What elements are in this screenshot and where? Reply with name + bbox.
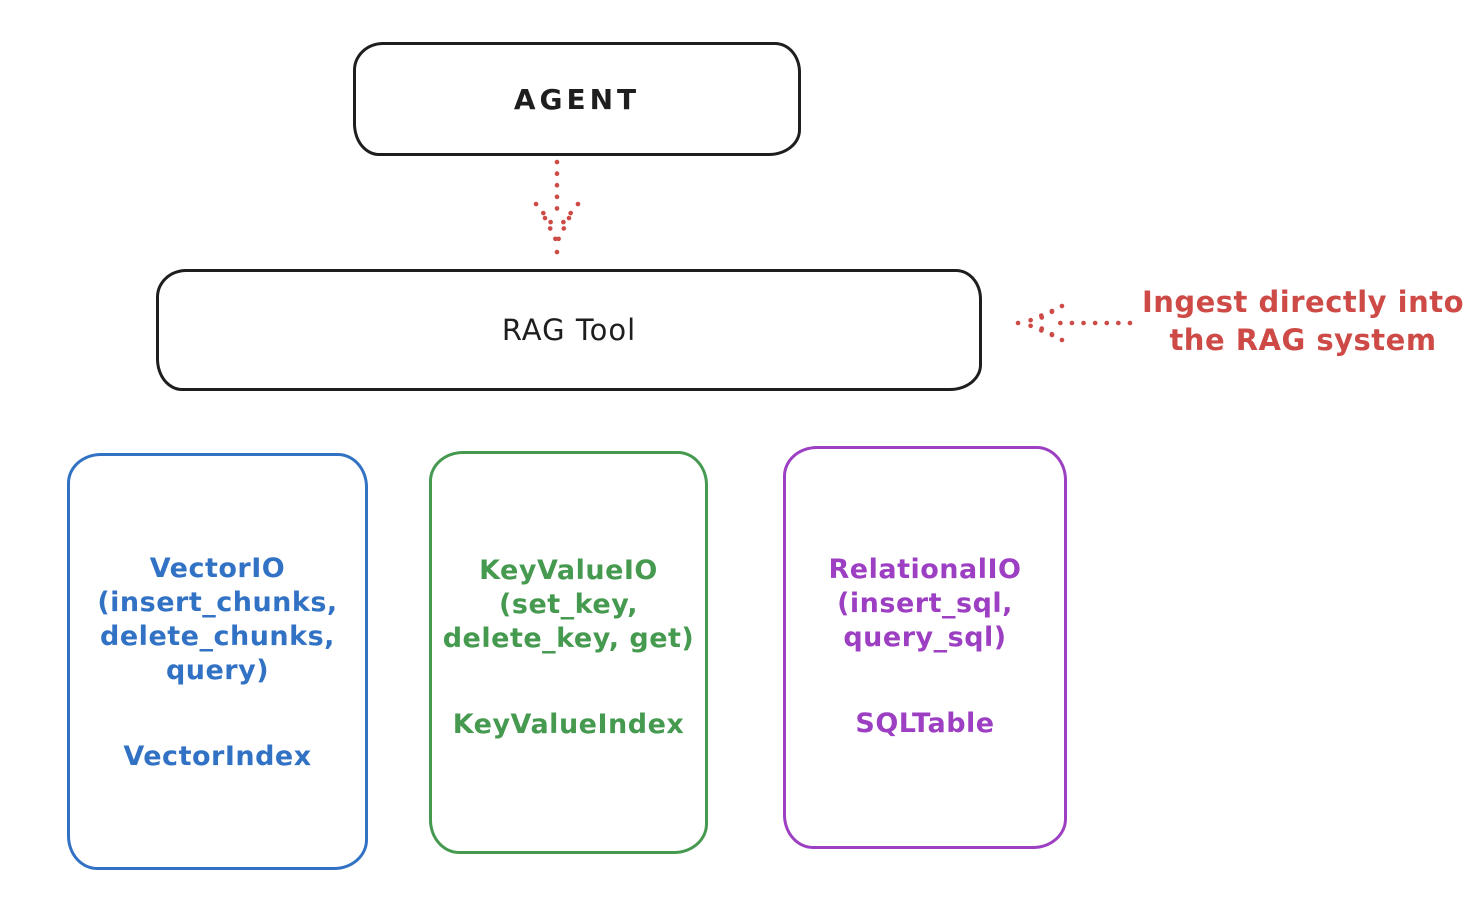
key-value-io-line: KeyValueIO <box>479 555 658 586</box>
annotation-to-rag-arrow-icon <box>1015 303 1133 343</box>
agent-to-rag-arrow-icon <box>533 159 581 260</box>
relational-io-line: RelationalIO <box>828 554 1022 585</box>
vector-io-line: delete_chunks, <box>100 621 335 652</box>
key-value-index-label: KeyValueIndex <box>452 709 685 740</box>
vector-io-line: VectorIO <box>149 553 286 584</box>
vector-io-node: VectorIO (insert_chunks, delete_chunks, … <box>67 453 368 870</box>
relational-io-line: query_sql) <box>843 622 1007 653</box>
key-value-io-line: (set_key, <box>499 589 638 620</box>
sql-table-label: SQLTable <box>855 708 995 739</box>
annotation-line-1: Ingest directly into <box>1141 285 1465 319</box>
vector-io-line: (insert_chunks, <box>97 587 338 618</box>
vector-io-line: query) <box>165 655 270 686</box>
annotation-line-2: the RAG system <box>1169 323 1437 357</box>
key-value-io-line: delete_key, get) <box>442 623 695 654</box>
agent-node: AGENT <box>353 42 801 156</box>
key-value-io-title: KeyValueIO (set_key, delete_key, get) <box>432 554 705 656</box>
rag-tool-label: RAG Tool <box>501 313 637 347</box>
vector-index-label: VectorIndex <box>123 741 312 772</box>
key-value-io-node: KeyValueIO (set_key, delete_key, get) Ke… <box>429 451 708 854</box>
relational-io-line: (insert_sql, <box>837 588 1013 619</box>
relational-io-node: RelationalIO (insert_sql, query_sql) SQL… <box>783 446 1067 849</box>
vector-io-title: VectorIO (insert_chunks, delete_chunks, … <box>70 552 365 688</box>
agent-label: AGENT <box>513 82 641 116</box>
rag-tool-node: RAG Tool <box>156 269 982 391</box>
annotation-text: Ingest directly into the RAG system <box>1128 283 1478 359</box>
relational-io-title: RelationalIO (insert_sql, query_sql) <box>786 553 1064 655</box>
